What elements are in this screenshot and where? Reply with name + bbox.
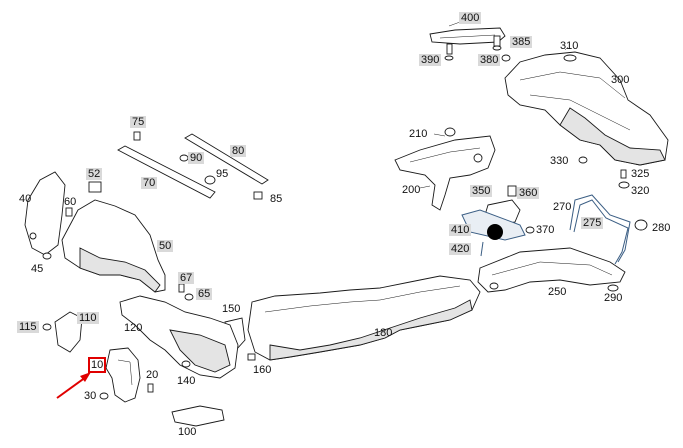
label-360: 360 [517,187,540,199]
label-150: 150 [222,303,241,315]
label-110: 110 [77,312,99,324]
part-280-clip[interactable] [634,219,648,231]
label-52: 52 [86,168,103,180]
part-67-bolt[interactable] [178,283,185,293]
part-360-clip[interactable] [507,185,517,197]
label-40: 40 [19,193,32,205]
part-70-heat-shield-strip[interactable] [117,145,216,199]
label-10-selected[interactable]: 10 [88,357,107,373]
part-75-clip[interactable] [133,131,141,141]
part-300-heat-shield[interactable] [504,51,669,166]
label-400: 400 [459,12,482,24]
red-arrow-icon [56,372,91,399]
label-50: 50 [157,240,174,252]
label-390: 390 [419,54,442,66]
label-420: 420 [449,243,472,255]
part-400-bracket[interactable] [429,27,506,45]
label-385: 385 [510,36,533,48]
part-180-heat-shield[interactable] [247,275,481,361]
label-320: 320 [631,185,650,197]
label-290: 290 [604,292,623,304]
label-115: 115 [17,321,39,333]
label-120: 120 [124,322,143,334]
label-45: 45 [31,263,44,275]
part-140-bolt[interactable] [181,360,191,368]
part-65-nut[interactable] [184,293,194,301]
part-50-heat-shield[interactable] [61,199,166,293]
label-95: 95 [216,168,229,180]
part-330-nut[interactable] [578,156,588,164]
label-410: 410 [449,224,472,236]
part-320-nut[interactable] [618,181,630,189]
label-325: 325 [631,168,650,180]
label-160: 160 [253,364,272,376]
label-85: 85 [270,193,283,205]
part-10-bracket[interactable] [105,347,141,403]
label-100: 100 [178,426,197,438]
label-140: 140 [177,375,196,387]
label-30: 30 [84,390,97,402]
label-275: 275 [581,217,604,229]
label-380: 380 [478,54,501,66]
part-120-heat-shield[interactable] [119,295,239,379]
label-210: 210 [409,128,428,140]
label-350: 350 [470,185,493,197]
label-65: 65 [196,288,213,300]
label-60: 60 [64,196,77,208]
part-200-bracket[interactable] [394,135,496,211]
part-385-bolt[interactable] [492,35,502,51]
part-95-nut[interactable] [204,175,216,185]
part-30-bolt[interactable] [99,392,109,400]
part-80-heat-shield-strip[interactable] [184,133,269,185]
label-90: 90 [188,152,205,164]
part-115-bolt[interactable] [42,323,52,331]
part-110-bracket[interactable] [54,311,83,353]
label-370: 370 [536,224,555,236]
part-60-clip[interactable] [65,207,73,217]
part-52-clip[interactable] [88,181,102,193]
label-280: 280 [652,222,671,234]
part-45-nut[interactable] [42,252,52,260]
part-270-hanger[interactable] [569,194,631,265]
label-270: 270 [553,201,572,213]
part-90-clip[interactable] [179,154,189,162]
part-420-bracket[interactable] [480,241,484,257]
label-80: 80 [230,145,247,157]
part-325-bolt[interactable] [620,169,627,179]
label-200: 200 [402,184,421,196]
label-180: 180 [374,327,393,339]
part-20-bolt[interactable] [147,383,154,393]
part-40-heat-shield[interactable] [24,171,66,256]
leader-lines [419,21,569,189]
part-250-heat-shield[interactable] [477,247,626,293]
label-67: 67 [178,272,195,284]
part-390-bolt[interactable] [444,43,454,61]
part-380-nut[interactable] [501,54,511,62]
part-290-nut[interactable] [607,284,619,292]
label-75: 75 [130,116,147,128]
label-330: 330 [550,155,569,167]
part-100-bracket[interactable] [171,405,225,427]
part-210-clip[interactable] [444,127,456,137]
label-310: 310 [560,40,579,52]
part-370-bolt[interactable] [525,226,535,234]
part-160-clip[interactable] [247,353,256,361]
label-20: 20 [146,369,159,381]
label-70: 70 [141,177,158,189]
part-85-clip[interactable] [253,191,263,200]
label-300: 300 [611,74,630,86]
label-250: 250 [548,286,567,298]
